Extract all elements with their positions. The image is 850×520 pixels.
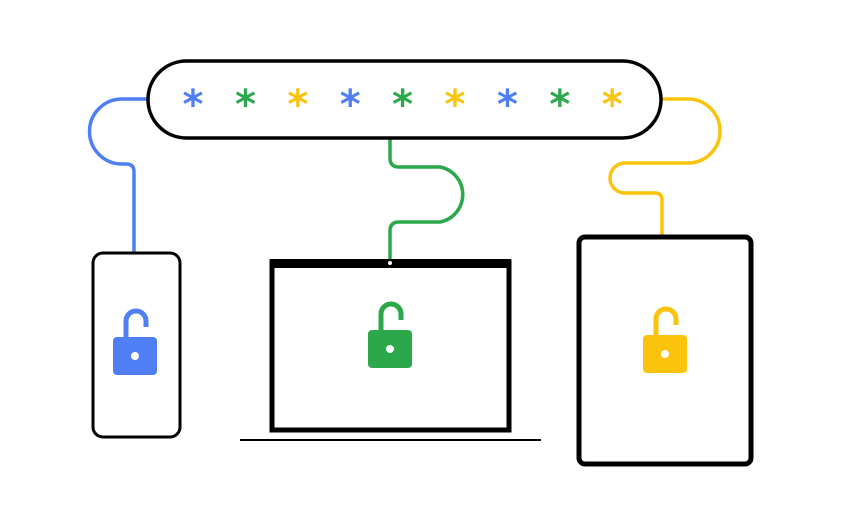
masked-character: * — [183, 82, 204, 128]
masked-character: * — [549, 82, 570, 128]
masked-character: * — [340, 82, 361, 128]
masked-character: * — [602, 82, 623, 128]
password-field — [146, 59, 663, 140]
blue-wire — [87, 97, 147, 252]
masked-character: * — [497, 82, 518, 128]
masked-password: * * * * * * * * * — [183, 82, 623, 128]
masked-character: * — [445, 82, 466, 128]
masked-character: * — [392, 82, 413, 128]
masked-character: * — [235, 82, 256, 128]
phone-unlock-icon — [113, 308, 157, 375]
yellow-wire — [608, 97, 722, 238]
masked-character: * — [287, 82, 308, 128]
green-wire — [388, 138, 465, 262]
laptop-unlock-icon — [368, 301, 412, 368]
tablet-unlock-icon — [643, 306, 687, 373]
laptop-camera — [388, 261, 392, 265]
